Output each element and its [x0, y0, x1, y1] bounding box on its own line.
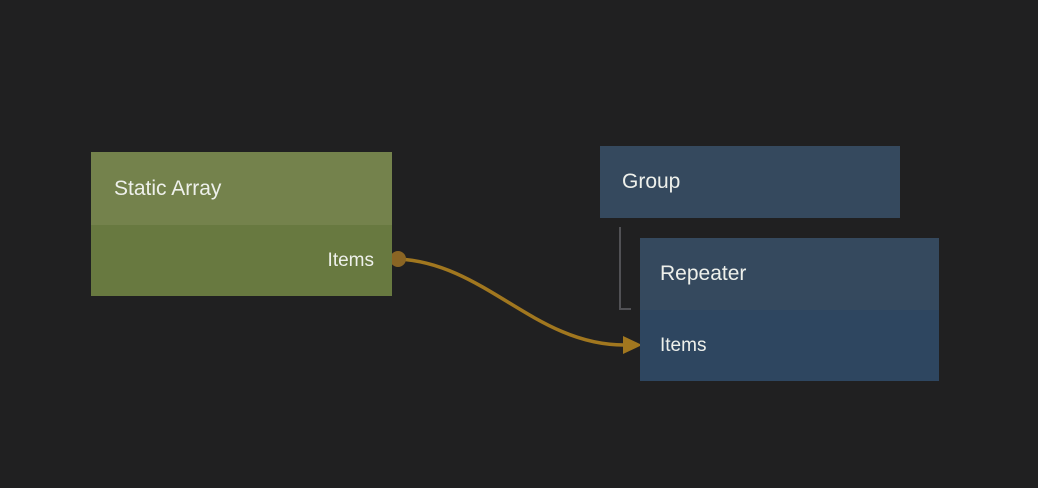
- repeater-header: Repeater: [640, 238, 939, 310]
- node-repeater[interactable]: Repeater Items: [640, 238, 939, 381]
- static-array-header: Static Array: [91, 152, 392, 225]
- node-group[interactable]: Group: [600, 146, 900, 218]
- static-array-title: Static Array: [114, 176, 222, 200]
- items-output-port[interactable]: [390, 251, 406, 267]
- group-header: Group: [600, 146, 900, 218]
- repeater-input-label: Items: [660, 334, 707, 356]
- static-array-output-row[interactable]: Items: [91, 225, 392, 296]
- repeater-input-row[interactable]: Items: [640, 310, 939, 381]
- items-connection-wire[interactable]: [396, 257, 626, 347]
- static-array-output-label: Items: [327, 249, 374, 271]
- group-title: Group: [622, 170, 681, 193]
- repeater-title: Repeater: [660, 262, 747, 285]
- group-repeater-hierarchy-link: [619, 227, 631, 310]
- node-static-array[interactable]: Static Array Items: [91, 152, 392, 296]
